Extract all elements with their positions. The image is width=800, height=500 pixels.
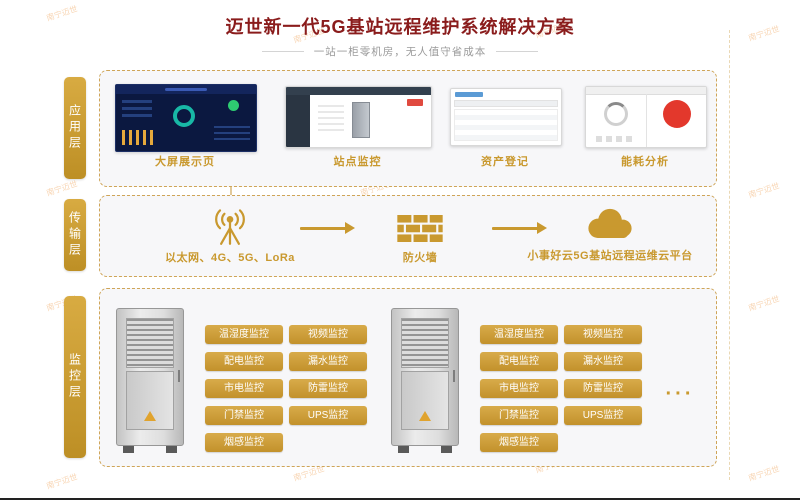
dashboard-thumb-donut-chart [173,105,195,127]
cabinet-handle [453,370,455,383]
site-monitor-thumb-text-lines [318,105,344,131]
page-subtitle-row: 一站一柜零机房，无人值守省成本 [0,44,800,59]
outdoor-cabinet-image [391,308,459,453]
site-monitor-thumb-cabinet-image [352,102,370,138]
monitor-item-mains-power: 市电监控 [205,379,283,398]
monitor-item-ups: UPS监控 [564,406,642,425]
watermark: 南宁迈世 [747,464,781,483]
cabinet-vents [126,318,174,368]
arrow-right-icon [492,222,547,234]
caption-dashboard: 大屏展示页 [155,156,215,168]
monitoring-buttons-group-2: 温湿度监控 视频监控 配电监控 漏水监控 市电监控 防雷监控 门禁监控 UPS监… [480,325,642,452]
monitor-item-water-leak: 漏水监控 [564,352,642,371]
bottom-border-line [0,498,800,500]
monitor-item-power-distribution: 配电监控 [480,352,558,371]
cabinet-foot [123,446,134,453]
site-monitor-thumb-sidebar [286,95,310,147]
site-monitor-screenshot-thumbnail [285,86,432,148]
warning-triangle-icon [144,411,156,421]
energy-thumb-divider [646,94,647,147]
cabinet-foot [398,446,409,453]
site-monitor-thumb-header [286,87,431,95]
application-layer-tab: 应用层 [64,77,86,179]
firewall-icon [397,215,443,242]
firewall-label: 防火墙 [402,252,438,264]
site-monitor-thumb-alarm-badge [407,99,423,106]
cabinet-foot [166,446,177,453]
cabinet-handle [178,370,180,383]
watermark: 南宁迈世 [45,179,79,198]
cabinet-foot [441,446,452,453]
dashboard-thumb-bar-chart [122,130,156,145]
monitor-item-power-distribution: 配电监控 [205,352,283,371]
page-title: 迈世新一代5G基站远程维护系统解决方案 [225,17,575,37]
dashboard-thumb-left-panel [122,100,152,120]
dashboard-thumb-status-dot [228,100,239,111]
energy-thumb-gauge [604,102,628,126]
monitor-item-mains-power: 市电监控 [480,379,558,398]
subtitle-right-line [496,51,539,52]
monitoring-buttons-group-1: 温湿度监控 视频监控 配电监控 漏水监控 市电监控 防雷监控 门禁监控 UPS监… [205,325,367,452]
monitor-item-smoke: 烟感监控 [480,433,558,452]
network-label: 以太网、4G、5G、LoRa [165,252,295,264]
cabinet-vents [401,318,449,368]
cloud-platform-label: 小事好云5G基站远程运维云平台 [527,250,693,262]
caption-asset-register: 资产登记 [481,156,529,168]
asset-thumb-table-header [454,100,558,107]
cabinet-body [116,308,184,446]
monitoring-layer-tab: 监控层 [64,296,86,458]
asset-thumb-toolbar [455,92,483,97]
cabinet-door [401,371,449,430]
caption-energy-analysis: 能耗分析 [621,156,669,168]
monitor-item-temperature-humidity: 温湿度监控 [205,325,283,344]
warning-triangle-icon [419,411,431,421]
monitor-item-water-leak: 漏水监控 [289,352,367,371]
watermark: 南宁迈世 [45,472,79,491]
energy-thumb-text-lines [596,136,636,142]
watermark: 南宁迈世 [747,181,781,200]
cabinet-body [391,308,459,446]
dashboard-thumb-title-bar [165,88,207,91]
dashboard-thumb-right-panel [214,126,250,144]
asset-register-screenshot-thumbnail [450,88,562,146]
transmission-layer-tab: 传输层 [64,199,86,271]
monitor-item-access-control: 门禁监控 [205,406,283,425]
monitor-item-video: 视频监控 [564,325,642,344]
arrow-right-icon [300,222,355,234]
monitor-item-lightning: 防雷监控 [289,379,367,398]
monitor-item-ups: UPS监控 [289,406,367,425]
monitor-item-temperature-humidity: 温湿度监控 [480,325,558,344]
antenna-icon [215,209,245,245]
cloud-icon [588,208,632,239]
energy-thumb-red-circle [663,100,691,128]
energy-analysis-screenshot-thumbnail [585,86,707,148]
monitor-item-video: 视频监控 [289,325,367,344]
right-dashed-guide-line [729,30,730,480]
caption-site-monitor: 站点监控 [333,156,382,168]
dashboard-screenshot-thumbnail [115,84,257,152]
subtitle-left-line [261,51,304,52]
watermark: 南宁迈世 [747,294,781,313]
monitor-item-access-control: 门禁监控 [480,406,558,425]
monitor-item-lightning: 防雷监控 [564,379,642,398]
monitor-item-smoke: 烟感监控 [205,433,283,452]
outdoor-cabinet-image [116,308,184,453]
cabinet-door [126,371,174,430]
more-sites-ellipsis: ··· [665,383,695,405]
asset-thumb-table-rows [454,109,558,141]
page-subtitle: 一站一柜零机房，无人值守省成本 [313,46,487,58]
